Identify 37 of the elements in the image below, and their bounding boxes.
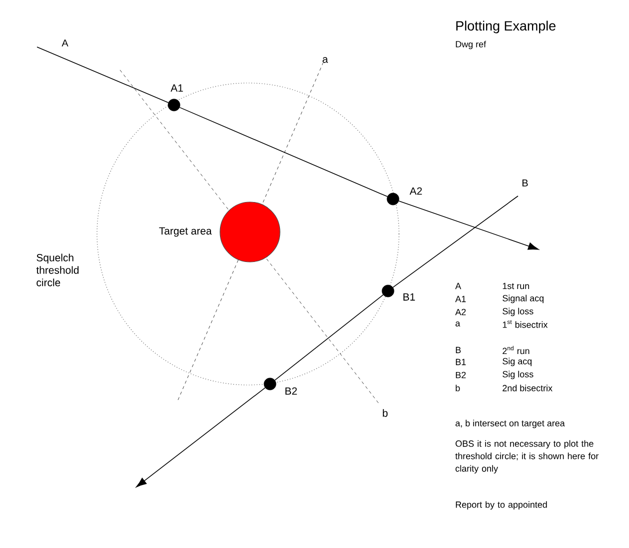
note-text: OBS it is not necessary to plot the threshold circle; it is shown here for clarity only <box>455 440 599 474</box>
legend-key: A2 <box>455 308 466 316</box>
target-circle <box>220 202 280 262</box>
point-label: A2 <box>410 187 422 195</box>
legend-key: A1 <box>455 296 466 302</box>
point-label: A1 <box>170 84 183 92</box>
drawing-ref: Dwg ref <box>456 40 486 50</box>
legend-text: Sig acq <box>502 358 532 366</box>
legend-text: Signal acq <box>502 294 544 304</box>
legend-text: Sig loss <box>502 370 534 380</box>
point-dot <box>264 378 276 390</box>
threshold-circle <box>96 82 400 386</box>
line-arrow <box>136 387 266 488</box>
line-label: B <box>520 178 530 188</box>
title: Plotting Example <box>456 20 556 34</box>
note-text: Report by to appointed <box>456 501 547 510</box>
note-text: a, b intersect on target area <box>456 420 565 428</box>
line-arrow <box>398 200 539 250</box>
legend-key: B2 <box>456 372 466 378</box>
legend-key: B1 <box>456 358 466 366</box>
legend-text: 2$^{nd}$ run <box>502 346 530 354</box>
point-label: Target area <box>159 227 212 237</box>
legend-text: 1$^{st}$ bisectrix <box>502 320 548 328</box>
legend-text: 1st run <box>502 282 530 290</box>
legend-key: a <box>456 322 460 326</box>
line-label: A <box>60 38 70 48</box>
point-dot <box>382 284 394 298</box>
point-label: B2 <box>285 387 297 395</box>
legend-text: Sig loss <box>502 308 534 316</box>
legend-key: A <box>455 282 462 290</box>
point-label: B1 <box>403 293 415 301</box>
legend-key: b <box>456 384 460 392</box>
legend-key: B <box>456 346 461 354</box>
point-label: Squelch threshold circle <box>36 254 79 286</box>
line-label: b <box>382 409 388 417</box>
legend-text: 2nd bisectrix <box>502 384 552 392</box>
line-label: a <box>322 57 328 63</box>
